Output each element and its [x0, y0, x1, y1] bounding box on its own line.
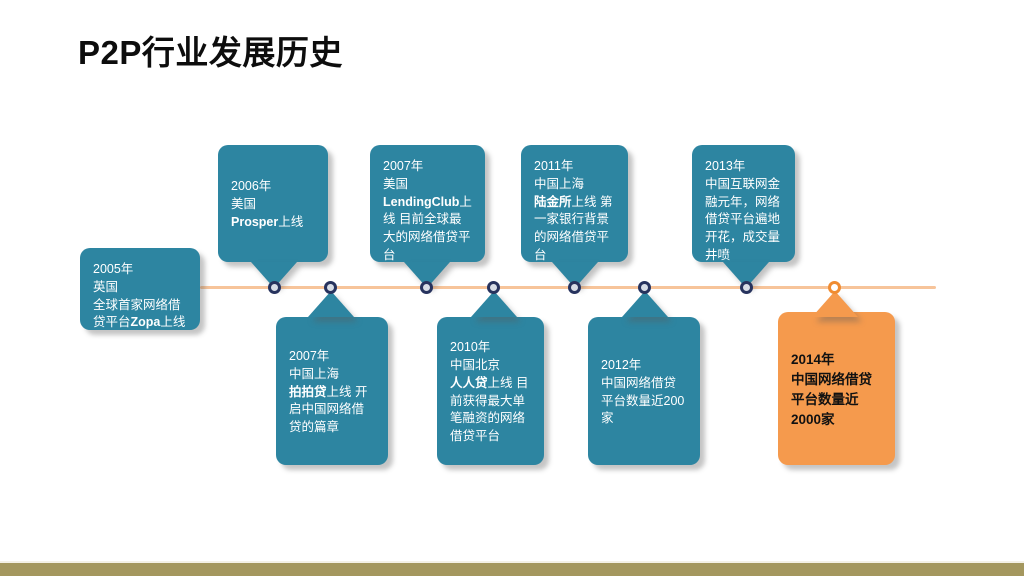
timeline-card-2012-text: 2012年中国网络借贷平台数量近200家: [601, 358, 685, 426]
timeline-card-2007-cn-text: 2007年中国上海拍拍贷上线 开启中国网络借贷的篇章: [289, 349, 368, 435]
timeline-card-2011-text: 2011年中国上海陆金所上线 第一家银行背景的网络借贷平台: [534, 159, 613, 262]
timeline-card-2014[interactable]: 2014年中国网络借贷平台数量近2000家: [778, 312, 895, 465]
timeline-card-2014-text: 2014年中国网络借贷平台数量近2000家: [791, 351, 872, 428]
timeline-card-2011[interactable]: 2011年中国上海陆金所上线 第一家银行背景的网络借贷平台: [521, 145, 628, 262]
timeline-marker-2013[interactable]: [740, 281, 753, 294]
timeline-card-2012[interactable]: 2012年中国网络借贷平台数量近200家: [588, 317, 700, 465]
timeline-card-2010-text: 2010年中国北京人人贷上线 目前获得最大单笔融资的网络借贷平台: [450, 340, 529, 443]
timeline-card-2005[interactable]: 2005年英国全球首家网络借贷平台Zopa上线: [80, 248, 200, 330]
pointer-up-2014: [812, 291, 858, 317]
timeline-marker-2014[interactable]: [828, 281, 841, 294]
timeline-marker-2007-us[interactable]: [420, 281, 433, 294]
slide-number: [1004, 566, 1016, 575]
timeline-marker-2006[interactable]: [268, 281, 281, 294]
timeline-card-2005-text: 2005年英国全球首家网络借贷平台Zopa上线: [93, 262, 186, 330]
timeline-card-2010[interactable]: 2010年中国北京人人贷上线 目前获得最大单笔融资的网络借贷平台: [437, 317, 544, 465]
page-title: P2P行业发展历史: [78, 34, 343, 71]
timeline-marker-2010[interactable]: [487, 281, 500, 294]
timeline-marker-2012[interactable]: [638, 281, 651, 294]
footer-hairline: [0, 561, 1024, 563]
pointer-up-2007-cn: [308, 291, 354, 317]
pointer-up-2012: [622, 291, 668, 317]
timeline-marker-2011[interactable]: [568, 281, 581, 294]
timeline-card-2013[interactable]: 2013年中国互联网金融元年，网络借贷平台遍地开花，成交量井喷: [692, 145, 795, 262]
timeline-card-2013-text: 2013年中国互联网金融元年，网络借贷平台遍地开花，成交量井喷: [705, 159, 781, 262]
footer-bar: [0, 563, 1024, 576]
timeline-card-2007-cn[interactable]: 2007年中国上海拍拍贷上线 开启中国网络借贷的篇章: [276, 317, 388, 465]
timeline-marker-2007-cn[interactable]: [324, 281, 337, 294]
pointer-up-2010: [471, 291, 517, 317]
